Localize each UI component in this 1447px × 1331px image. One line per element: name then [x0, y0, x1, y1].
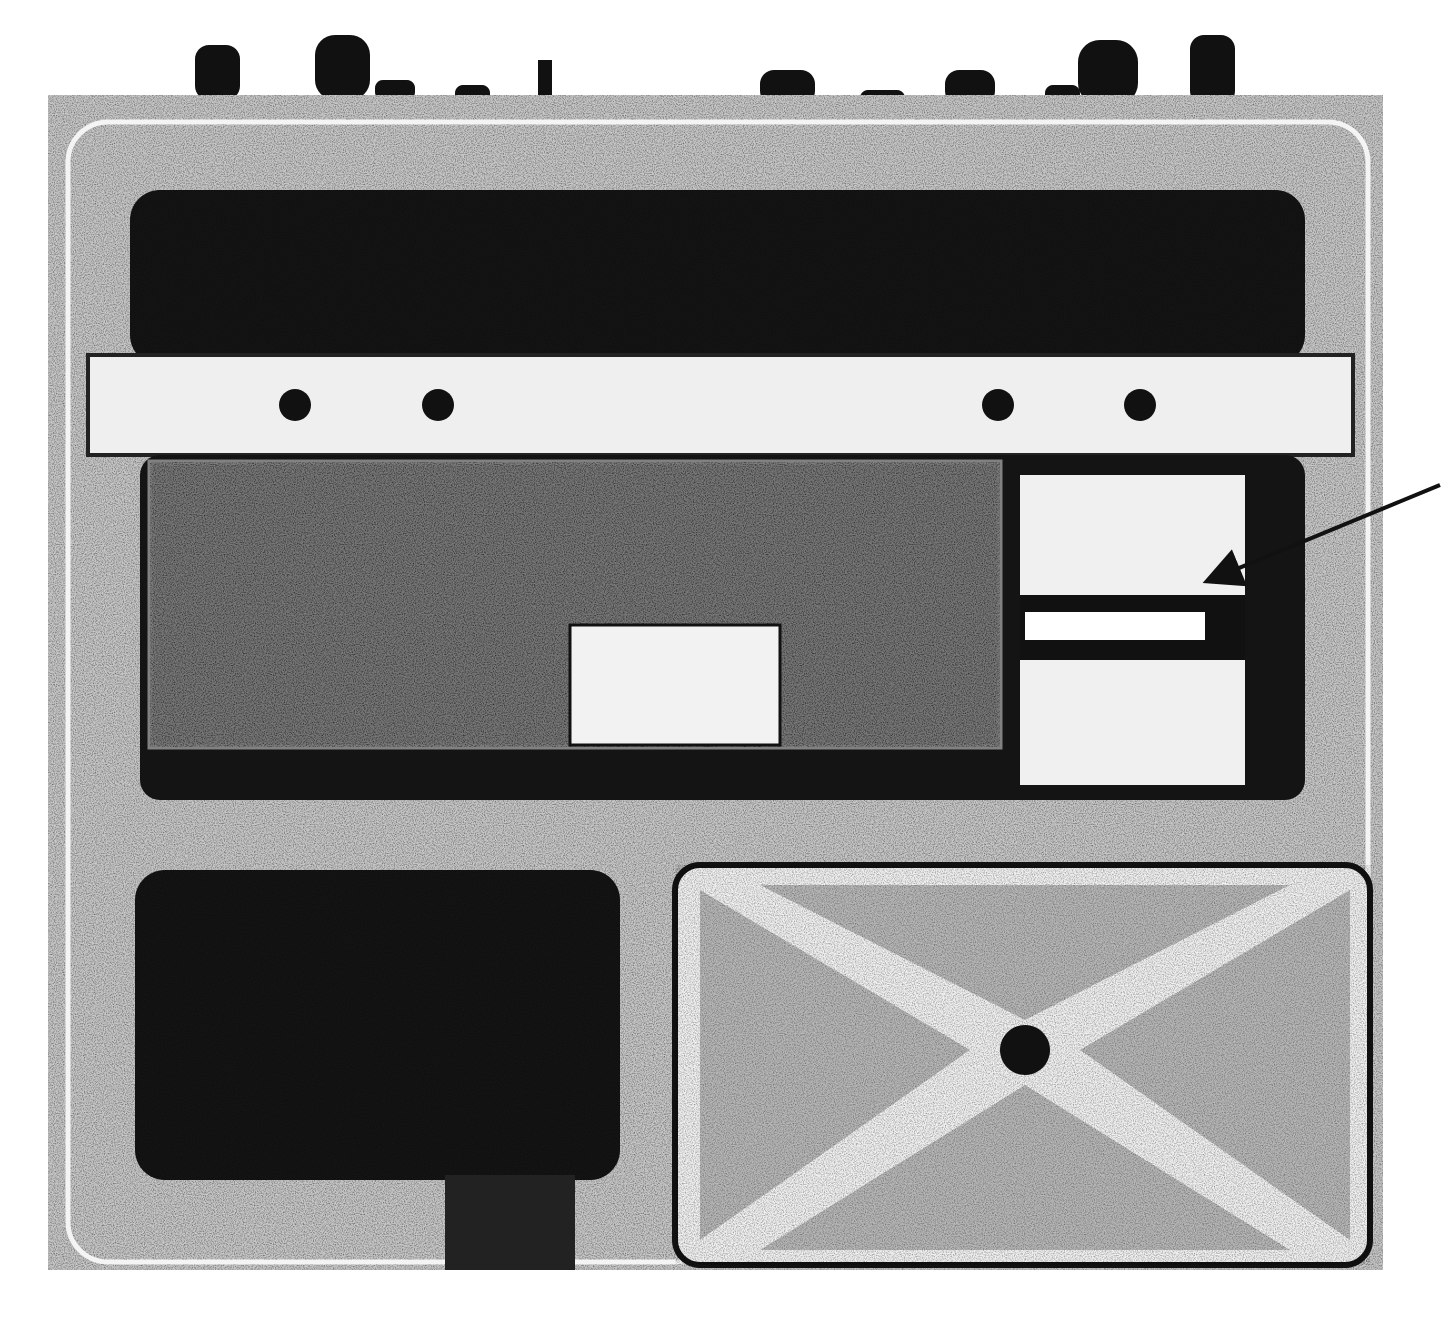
relay-module	[568, 623, 782, 747]
component-label	[1025, 612, 1205, 640]
center-boss	[1000, 1025, 1050, 1075]
rear-connector	[445, 1175, 575, 1270]
bracket-screws	[279, 389, 1156, 421]
x-brace-cover	[672, 862, 1373, 1268]
callout-arrow	[1202, 483, 1441, 587]
mounting-bracket	[86, 353, 1355, 457]
